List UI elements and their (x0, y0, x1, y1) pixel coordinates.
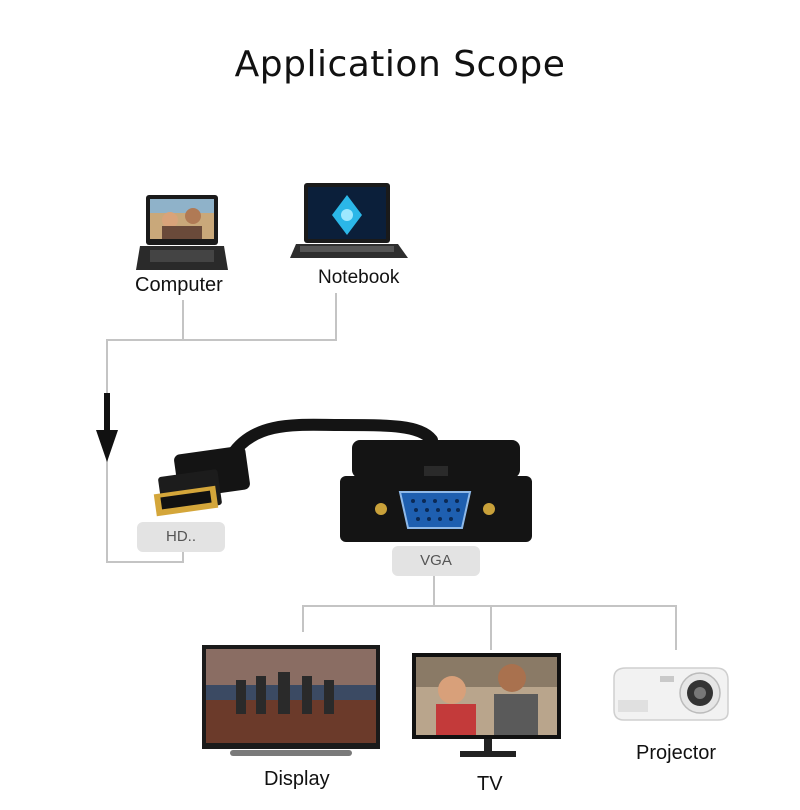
display-label: Display (264, 768, 330, 790)
laptop-icon (136, 195, 228, 270)
tv-icon (412, 653, 561, 757)
hdmi-pill: HD.. (137, 522, 225, 552)
projector-label: Projector (636, 742, 717, 764)
page-title: Application Scope (234, 44, 566, 85)
monitor-icon (202, 645, 380, 756)
tv-label: TV (477, 773, 503, 795)
notebook-label: Notebook (318, 267, 400, 288)
down-arrow-icon (96, 393, 118, 462)
hdmi-plug (153, 418, 438, 517)
notebook-icon (290, 183, 408, 258)
connector-lines (106, 293, 677, 650)
vga-adapter (340, 440, 532, 542)
vga-pill: VGA (392, 546, 480, 576)
computer-label: Computer (135, 274, 223, 296)
projector-icon (613, 667, 729, 721)
